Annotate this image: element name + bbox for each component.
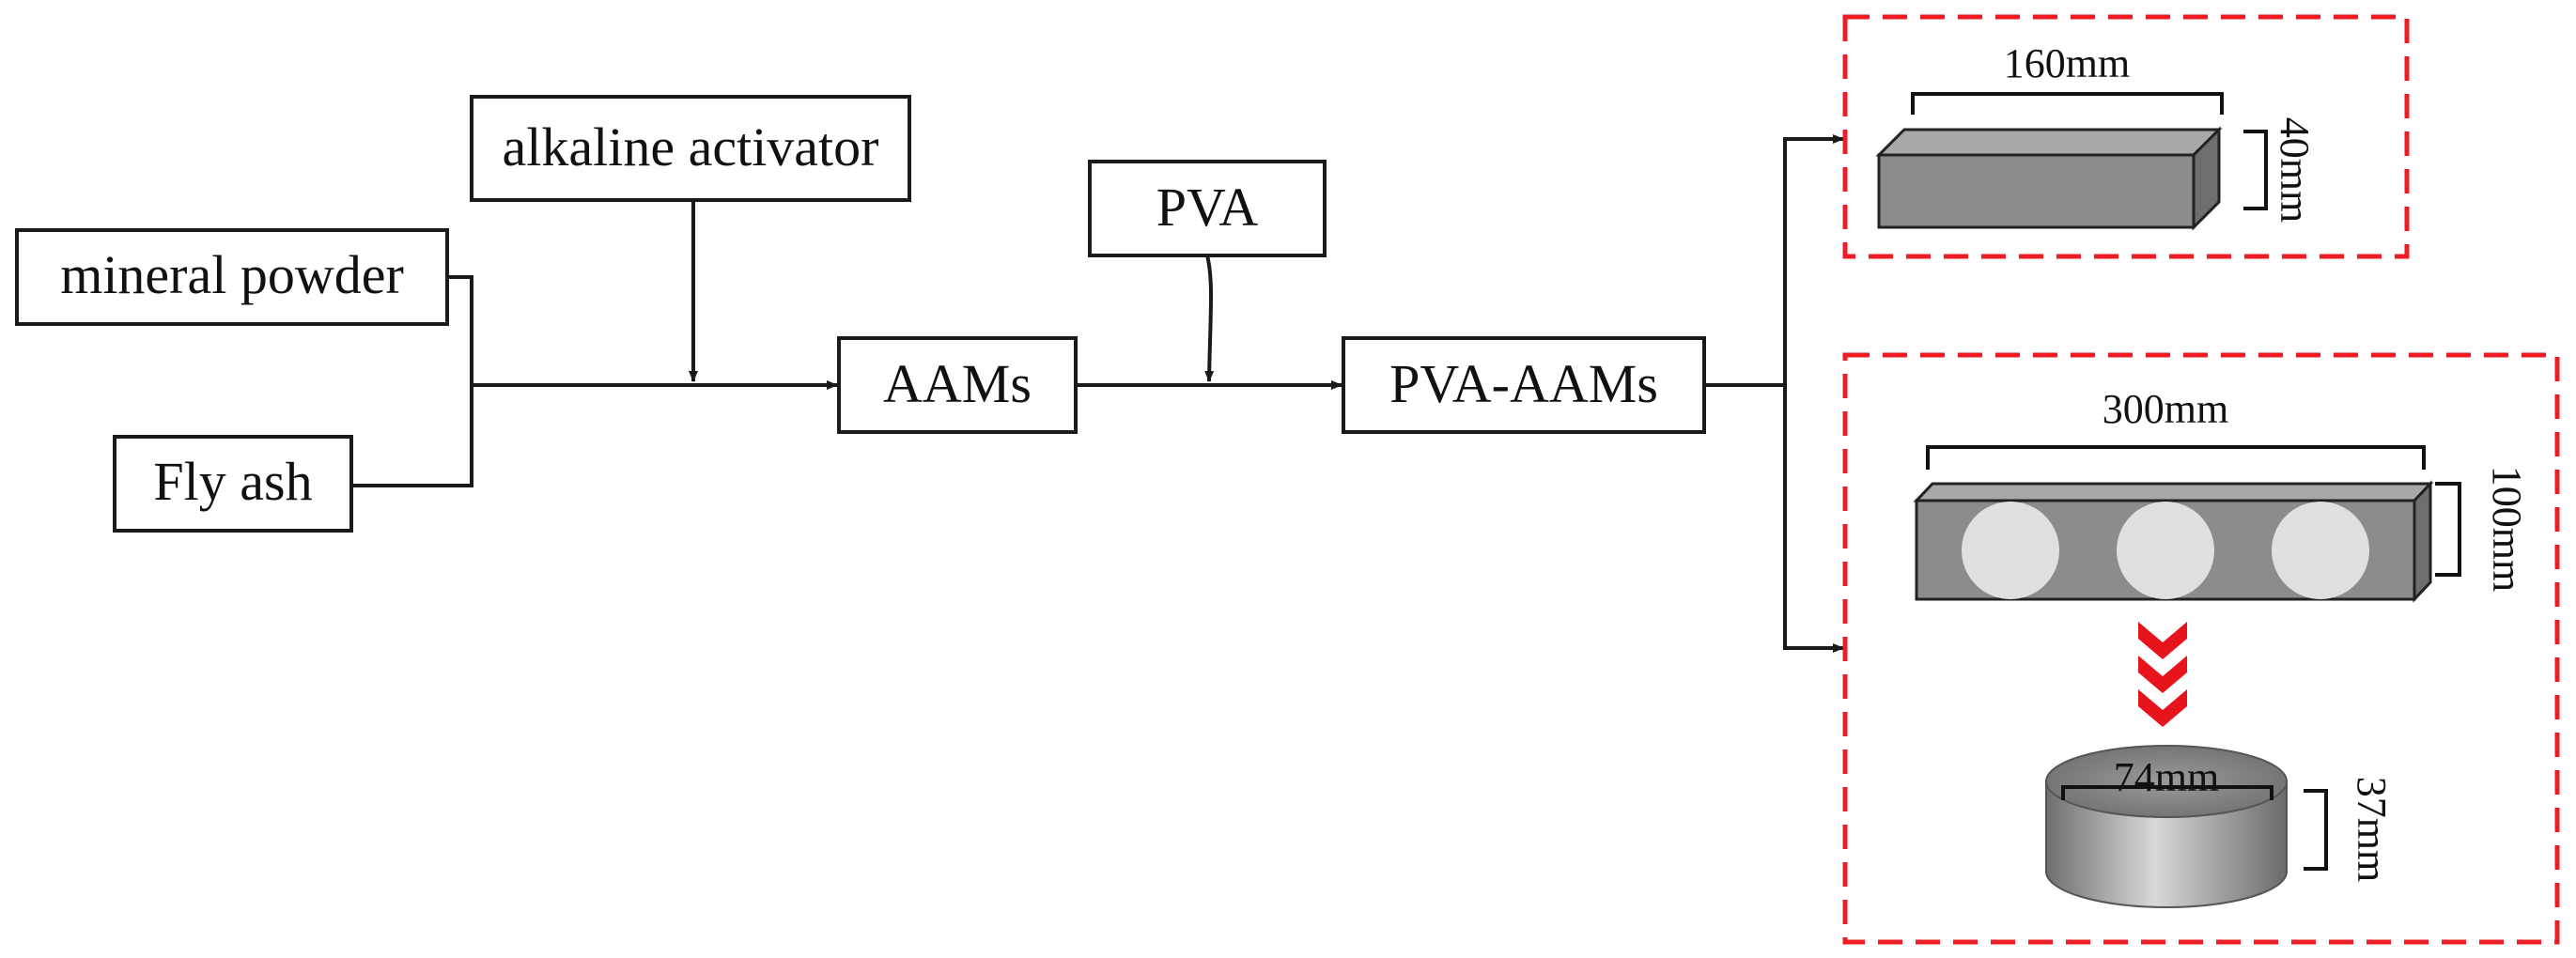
prism-specimen: [1875, 126, 2223, 231]
core-sampling-circles: [1962, 502, 2369, 599]
pva-aams-box: PVA-AAMs: [1342, 336, 1706, 434]
mineral-powder-connector: [447, 275, 473, 385]
beam-specimen-panel: 300mm 100mm 74mm 37mm: [1842, 352, 2560, 945]
core-circle: [2272, 502, 2369, 599]
pva-box: PVA: [1088, 160, 1327, 257]
core-height-bracket: [2304, 789, 2328, 871]
pva-aams-label: PVA-AAMs: [1389, 353, 1658, 414]
branch-trunk: [1783, 137, 1839, 650]
fly-ash-box: Fly ash: [113, 435, 353, 533]
pva-down-arrow: [1204, 255, 1215, 382]
aams-box: AAMs: [837, 336, 1078, 434]
core-specimen: [2045, 745, 2288, 908]
alkaline-activator-box: alkaline activator: [470, 95, 911, 202]
core-diameter-label: 74mm: [2114, 754, 2219, 800]
beam-length-bracket: [1926, 445, 2426, 470]
aams-label: AAMs: [883, 353, 1032, 414]
prism-specimen-panel: 160mm 40mm: [1842, 14, 2410, 259]
mineral-powder-box: mineral powder: [15, 228, 449, 326]
core-diameter-bracket: [2061, 785, 2273, 800]
prism-length-label: 160mm: [2004, 40, 2130, 86]
pva-label: PVA: [1156, 177, 1259, 238]
core-circle: [1962, 502, 2059, 599]
prism-height-bracket: [2243, 130, 2268, 210]
chevron-down-icon: [2138, 622, 2187, 727]
beam-height-bracket: [2435, 482, 2461, 577]
fly-ash-connector: [351, 385, 473, 487]
core-height-label: 37mm: [2349, 777, 2395, 882]
beam-length-label: 300mm: [2103, 386, 2228, 432]
prism-length-bracket: [1911, 92, 2224, 115]
connectors: [351, 134, 1844, 653]
beam-height-label: 100mm: [2484, 466, 2530, 592]
alkaline-activator-label: alkaline activator: [503, 116, 879, 178]
fly-ash-label: Fly ash: [153, 451, 312, 512]
mineral-powder-label: mineral powder: [60, 244, 404, 305]
prism-height-label: 40mm: [2272, 117, 2318, 223]
core-circle: [2117, 502, 2214, 599]
